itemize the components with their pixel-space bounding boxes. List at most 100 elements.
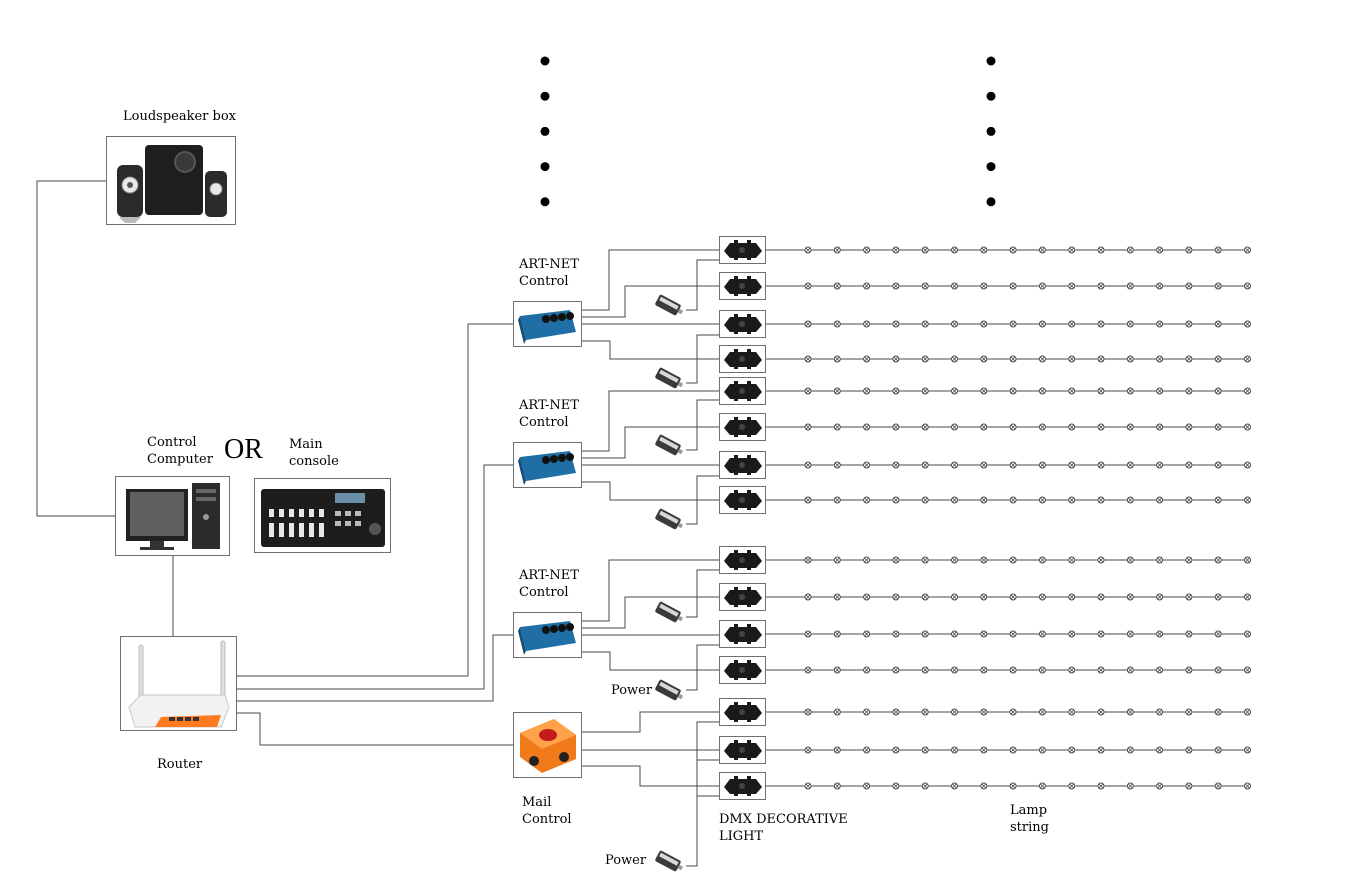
- lamp-icon: [863, 666, 871, 674]
- lamp-icon: [1126, 593, 1134, 601]
- lamp-icon: [1097, 320, 1105, 328]
- continuation-dot: [540, 197, 550, 207]
- lamp-icon: [1156, 496, 1164, 504]
- dmx-decorator-2[interactable]: [719, 272, 766, 300]
- lamp-icon: [1038, 746, 1046, 754]
- lamp-icon: [1156, 246, 1164, 254]
- power-supply-icon: [655, 679, 684, 701]
- dmx-decorator-5[interactable]: [719, 377, 766, 405]
- continuation-dot: [540, 91, 550, 101]
- lamp-icon: [1097, 666, 1105, 674]
- dmx-decorator-13[interactable]: [719, 698, 766, 726]
- lamp-icon: [1185, 593, 1193, 601]
- lamp-icon: [951, 593, 958, 601]
- dmx-decorator-7[interactable]: [719, 451, 766, 479]
- power-supply-icon: [655, 367, 684, 389]
- lamp-icon: [1214, 556, 1222, 564]
- dmx-decorator-1[interactable]: [719, 236, 766, 264]
- lamp-icon: [1038, 593, 1046, 601]
- lamp-icon: [1097, 556, 1105, 564]
- lamp-icon: [1126, 246, 1134, 254]
- lamp-icon: [1038, 630, 1046, 638]
- lamp-icon: [1244, 746, 1251, 754]
- lamp-icon: [921, 423, 929, 431]
- lamp-icon: [1009, 246, 1017, 254]
- lamp-icon: [1009, 496, 1017, 504]
- dmx-decorator-15[interactable]: [719, 772, 766, 800]
- artnet-node-2[interactable]: [513, 442, 582, 488]
- lamp-icon: [804, 355, 812, 363]
- lamp-icon: [921, 746, 929, 754]
- main-console-device[interactable]: [254, 478, 391, 553]
- dmx-decorator-3[interactable]: [719, 310, 766, 338]
- lamp-string-label: Lamp string: [1010, 803, 1049, 835]
- lamp-icon: [1156, 461, 1164, 469]
- lamp-icon: [1038, 666, 1046, 674]
- lamp-icon: [1244, 320, 1251, 328]
- lamp-icon: [1244, 423, 1251, 431]
- loudspeaker-device: [106, 136, 236, 225]
- lamp-icon: [1009, 320, 1017, 328]
- dmx-decorator-14[interactable]: [719, 736, 766, 764]
- lamp-icon: [833, 630, 841, 638]
- lamp-icon: [921, 461, 929, 469]
- lamp-icon: [1214, 708, 1222, 716]
- lamp-icon: [1156, 593, 1164, 601]
- lamp-icon: [1156, 355, 1164, 363]
- lamp-icon: [1185, 387, 1193, 395]
- lamp-icon: [1038, 246, 1046, 254]
- lamp-icon: [1009, 387, 1017, 395]
- dmx-decorator-12[interactable]: [719, 656, 766, 684]
- lamp-icon: [1185, 556, 1193, 564]
- lamp-icon: [863, 630, 871, 638]
- lamp-icon: [1009, 461, 1017, 469]
- dmx-decorator-10[interactable]: [719, 583, 766, 611]
- lamp-icon: [1068, 556, 1076, 564]
- lamp-icon: [1068, 246, 1076, 254]
- lamp-icon: [804, 246, 812, 254]
- lamp-icon: [1038, 423, 1046, 431]
- dmx-decorator-8[interactable]: [719, 486, 766, 514]
- lamp-icon: [1097, 630, 1105, 638]
- lamp-icon: [1097, 282, 1105, 290]
- lamp-icon: [921, 355, 929, 363]
- lamp-icon: [1214, 496, 1222, 504]
- lamp-icon: [1038, 708, 1046, 716]
- artnet-node-3[interactable]: [513, 612, 582, 658]
- lamp-icon: [980, 593, 988, 601]
- artnet-node-1[interactable]: [513, 301, 582, 347]
- lamp-icon: [892, 387, 900, 395]
- lamp-icon: [921, 782, 929, 790]
- control-computer-device[interactable]: [115, 476, 230, 556]
- lamp-icon: [1038, 387, 1046, 395]
- lamp-icon: [951, 556, 958, 564]
- lamp-icon: [951, 282, 958, 290]
- lamp-icon: [1038, 282, 1046, 290]
- lamp-icon: [1214, 282, 1222, 290]
- lamp-icon: [980, 461, 988, 469]
- lamp-icon: [921, 630, 929, 638]
- dmx-decorator-9[interactable]: [719, 546, 766, 574]
- lamp-icon: [921, 708, 929, 716]
- router-device[interactable]: [120, 636, 237, 731]
- lamp-icon: [1068, 320, 1076, 328]
- lamp-icon: [1244, 355, 1251, 363]
- lamp-icon: [892, 423, 900, 431]
- lamp-icon: [951, 246, 958, 254]
- lamp-icon: [1185, 782, 1193, 790]
- dmx-decorator-6[interactable]: [719, 413, 766, 441]
- mail-control-device[interactable]: [513, 712, 582, 778]
- lamp-icon: [1097, 708, 1105, 716]
- lamp-icon: [951, 355, 958, 363]
- power-supply-icon: [655, 508, 684, 530]
- lamp-icon: [1009, 556, 1017, 564]
- lamp-icon: [1126, 556, 1134, 564]
- lamp-icon: [1097, 593, 1105, 601]
- lamp-icon: [863, 593, 871, 601]
- lamp-icon: [892, 355, 900, 363]
- lamp-icon: [921, 282, 929, 290]
- dmx-decorator-4[interactable]: [719, 345, 766, 373]
- lamp-icon: [1156, 282, 1164, 290]
- dmx-decorator-11[interactable]: [719, 620, 766, 648]
